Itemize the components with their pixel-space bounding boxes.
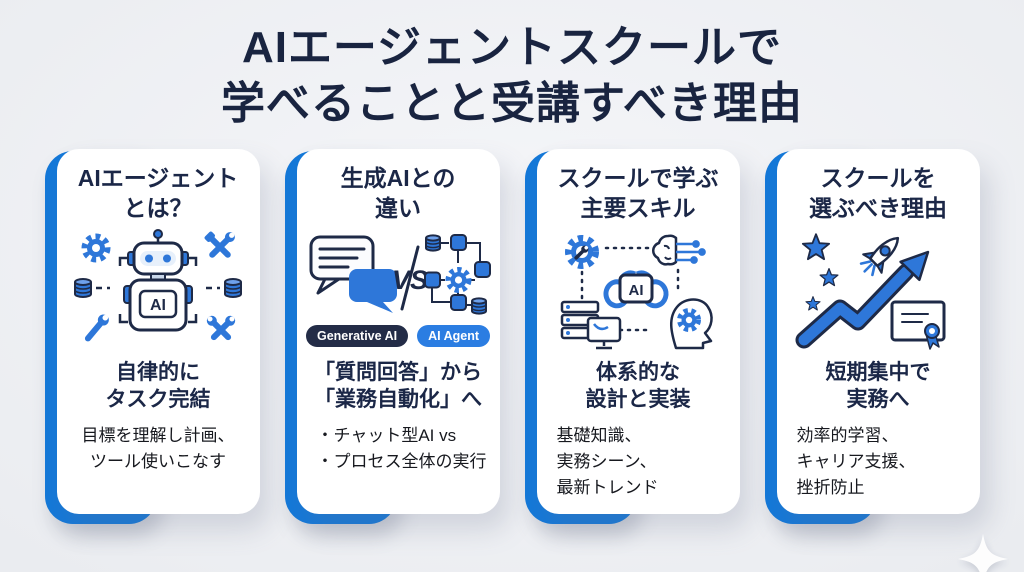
wrench-icon bbox=[84, 314, 109, 342]
chip-label: AI bbox=[629, 282, 644, 299]
card-body: 基礎知識、 実務シーン、 最新トレンド bbox=[545, 423, 659, 500]
card-body-line: 最新トレンド bbox=[556, 477, 659, 497]
head-gear-icon bbox=[670, 298, 713, 349]
card-heading: 生成AIとの 違い bbox=[341, 164, 456, 224]
card-heading-line: 生成AIとの bbox=[340, 164, 456, 191]
card-what-is-ai-agent: AIエージェント とは？ bbox=[44, 148, 260, 524]
card-subtitle: 「質問回答」から 「業務自動化」へ bbox=[314, 359, 482, 414]
card-heading-line: 主要スキル bbox=[580, 194, 696, 221]
page-title-line-2: 学べることと受講すべき理由 bbox=[221, 78, 803, 128]
card-heading-line: とは？ bbox=[123, 194, 193, 221]
gear-wrench-icon bbox=[565, 234, 599, 269]
card-subtitle-line: 自律的に bbox=[116, 360, 200, 384]
server-monitor-icon bbox=[560, 300, 622, 349]
page-title: AIエージェントスクールで 学べることと受講すべき理由 bbox=[0, 20, 1024, 132]
database-icon bbox=[425, 234, 441, 252]
workflow-diagram-icon bbox=[424, 233, 491, 315]
card-key-skills: スクールで学ぶ 主要スキル bbox=[524, 148, 740, 524]
badge-row: Generative AI AI Agent bbox=[305, 324, 491, 347]
card-body-line: 実務シーン、 bbox=[556, 452, 657, 472]
card-panel: スクールで学ぶ 主要スキル bbox=[536, 148, 740, 514]
ai-brain-chip-icon: AI bbox=[603, 270, 669, 308]
chat-vs-workflow-icon: VS bbox=[309, 233, 491, 315]
database-icon bbox=[74, 277, 92, 298]
systematic-skills-icon: AI bbox=[560, 234, 713, 349]
vs-label: VS bbox=[392, 265, 428, 295]
gear-icon bbox=[445, 266, 472, 293]
card-subtitle-line: タスク完結 bbox=[105, 388, 211, 412]
robot-ai-tools-icon: AI bbox=[74, 228, 242, 342]
icon-area bbox=[785, 224, 972, 352]
card-heading: スクールを 選ぶべき理由 bbox=[809, 164, 947, 224]
card-subtitle: 短期集中で 実務へ bbox=[826, 359, 931, 414]
growth-arrow-icon bbox=[795, 250, 930, 349]
card-panel: 生成AIとの 違い bbox=[296, 148, 500, 514]
database-icon bbox=[224, 277, 242, 298]
card-subtitle-line: 「業務自動化」へ bbox=[314, 388, 482, 412]
gear-icon bbox=[81, 233, 111, 263]
card-heading-line: 違い bbox=[375, 194, 421, 221]
card-difference-from-genai: 生成AIとの 違い bbox=[284, 148, 500, 524]
card-subtitle: 自律的に タスク完結 bbox=[106, 359, 211, 414]
card-subtitle-line: 「質問回答」から bbox=[314, 360, 482, 384]
card-body: 効率的学習、 キャリア支援、 挫折防止 bbox=[785, 423, 916, 500]
robot-chest-label: AI bbox=[150, 297, 166, 314]
crossed-tools-icon bbox=[204, 231, 235, 258]
icon-area: VS bbox=[305, 224, 492, 352]
card-body: ・チャット型AI vs ・プロセス全体の実行 bbox=[305, 423, 487, 475]
card-heading: スクールで学ぶ 主要スキル bbox=[558, 164, 719, 224]
sparkle-icon bbox=[957, 533, 1009, 572]
chat-bubbles-icon bbox=[309, 235, 397, 313]
card-heading-line: 選ぶべき理由 bbox=[809, 194, 947, 221]
card-panel: AIエージェント とは？ bbox=[56, 148, 260, 514]
card-heading: AIエージェント とは？ bbox=[78, 164, 239, 224]
card-heading-line: スクールを bbox=[820, 164, 936, 191]
rocket-icon bbox=[859, 236, 900, 276]
card-body-line: ツール使いこなす bbox=[90, 452, 226, 472]
card-body-line: 目標を理解し計画、 bbox=[81, 426, 235, 446]
generative-ai-badge: Generative AI bbox=[305, 324, 409, 347]
robot-icon: AI bbox=[123, 228, 193, 332]
stars-icon bbox=[801, 233, 839, 311]
card-body-line: 基礎知識、 bbox=[556, 426, 642, 446]
card-body-line: 挫折防止 bbox=[796, 477, 865, 497]
crossed-wrenches-icon bbox=[206, 315, 236, 340]
vs-divider: VS bbox=[392, 245, 428, 311]
card-body-line: キャリア支援、 bbox=[796, 452, 916, 472]
card-subtitle-line: 実務へ bbox=[846, 388, 910, 412]
certificate-icon bbox=[890, 300, 946, 350]
icon-area: AI bbox=[545, 224, 732, 352]
card-body-line: ・チャット型AI vs bbox=[316, 426, 457, 446]
icon-area: AI bbox=[65, 224, 252, 352]
page-title-line-1: AIエージェントスクールで bbox=[241, 23, 783, 72]
card-subtitle: 体系的な 設計と実装 bbox=[586, 359, 691, 414]
dotted-connectors bbox=[580, 246, 680, 331]
card-subtitle-line: 体系的な bbox=[596, 360, 680, 384]
card-panel: スクールを 選ぶべき理由 bbox=[776, 148, 980, 514]
card-heading-line: スクールで学ぶ bbox=[557, 164, 719, 191]
card-subtitle-line: 設計と実装 bbox=[585, 388, 691, 412]
card-subtitle-line: 短期集中で bbox=[825, 360, 931, 384]
card-heading-line: AIエージェント bbox=[77, 164, 239, 191]
bracket-marks bbox=[96, 256, 220, 323]
growth-rocket-certificate-icon bbox=[795, 233, 946, 350]
card-why-choose-school: スクールを 選ぶべき理由 bbox=[764, 148, 980, 524]
ai-agent-badge: AI Agent bbox=[417, 324, 491, 347]
card-body: 目標を理解し計画、 ツール使いこなす bbox=[82, 423, 235, 475]
cards-row: AIエージェント とは？ bbox=[0, 148, 1024, 524]
database-icon bbox=[471, 297, 487, 315]
brain-circuit-icon bbox=[652, 234, 706, 266]
card-body-line: 効率的学習、 bbox=[796, 426, 899, 446]
card-body-line: ・プロセス全体の実行 bbox=[316, 452, 487, 472]
